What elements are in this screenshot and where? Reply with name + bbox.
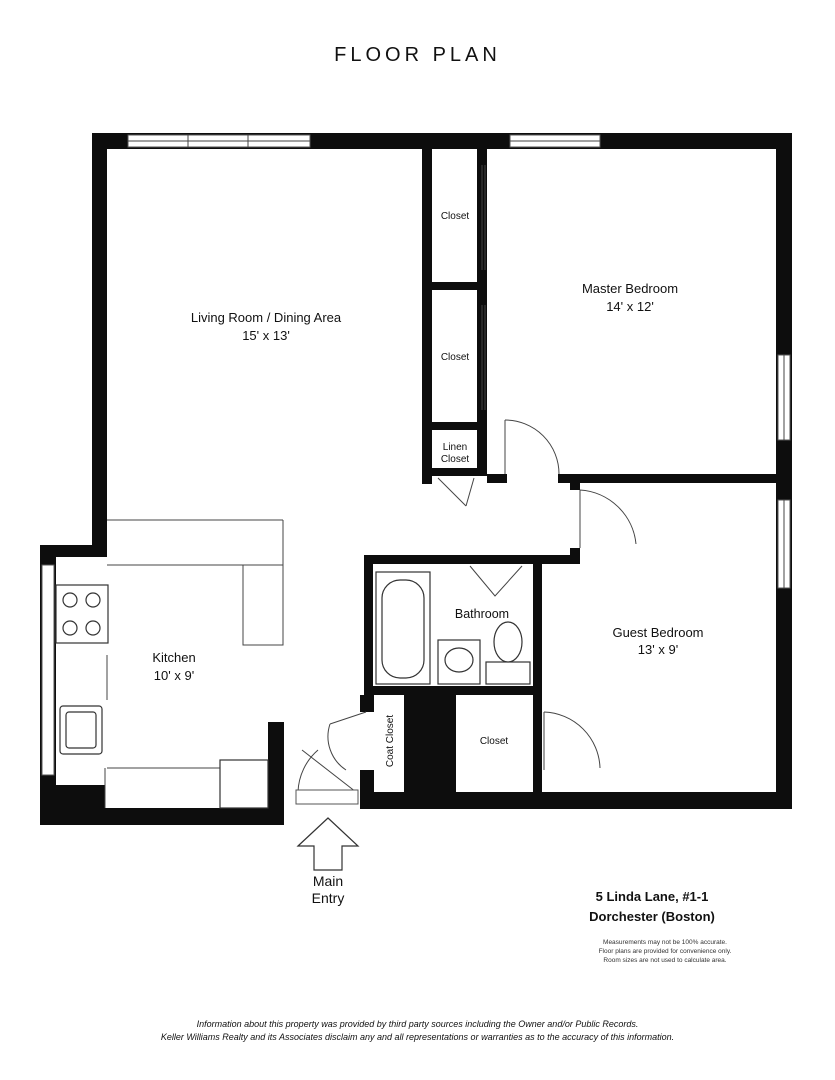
closet-middle-name: Closet — [441, 352, 470, 363]
note-line: Room sizes are not used to calculate are… — [603, 957, 727, 964]
kitchen-size: 10' x 9' — [154, 668, 194, 683]
note-line: Measurements may not be 100% accurate. — [603, 939, 727, 946]
main-entry-line2: Entry — [311, 890, 345, 906]
bathroom-name: Bathroom — [455, 607, 509, 621]
closet-upper-name: Closet — [441, 211, 470, 222]
living-room-size: 15' x 13' — [242, 328, 290, 343]
master-bedroom-size: 14' x 12' — [606, 299, 654, 314]
living-room-name: Living Room / Dining Area — [191, 310, 342, 325]
doors — [295, 165, 637, 805]
bathroom-fixtures — [375, 571, 531, 685]
disclaimer-line2: Keller Williams Realty and its Associate… — [160, 1032, 675, 1042]
main-entry-line1: Main — [312, 873, 344, 889]
note-line: Floor plans are provided for convenience… — [598, 948, 732, 955]
guest-bedroom-name: Guest Bedroom — [612, 625, 703, 640]
main-entry-arrow — [296, 817, 360, 871]
room-labels: Living Room / Dining Area 15' x 13' Mast… — [152, 211, 703, 767]
interior-walls — [360, 149, 792, 800]
page-title: FLOOR PLAN — [334, 44, 501, 66]
property-address: 5 Linda Lane, #1-1 Dorchester (Boston) — [572, 887, 732, 927]
kitchen-name: Kitchen — [152, 650, 195, 665]
address-line1: 5 Linda Lane, #1-1 — [595, 889, 709, 904]
linen-closet-line1: Linen — [443, 442, 467, 453]
linen-closet-line2: Closet — [441, 454, 470, 465]
disclaimer: Information about this property was prov… — [0, 1018, 835, 1044]
kitchen-fixtures — [55, 519, 284, 809]
main-entry-label: Main Entry — [288, 873, 368, 907]
accuracy-notes: Measurements may not be 100% accurate. F… — [560, 938, 770, 965]
disclaimer-line1: Information about this property was prov… — [196, 1019, 639, 1029]
guest-bedroom-size: 13' x 9' — [638, 642, 678, 657]
address-line2: Dorchester (Boston) — [589, 909, 715, 924]
windows — [41, 134, 791, 776]
guest-closet-name: Closet — [480, 736, 509, 747]
coat-closet-name: Coat Closet — [385, 715, 396, 767]
master-bedroom-name: Master Bedroom — [582, 281, 678, 296]
